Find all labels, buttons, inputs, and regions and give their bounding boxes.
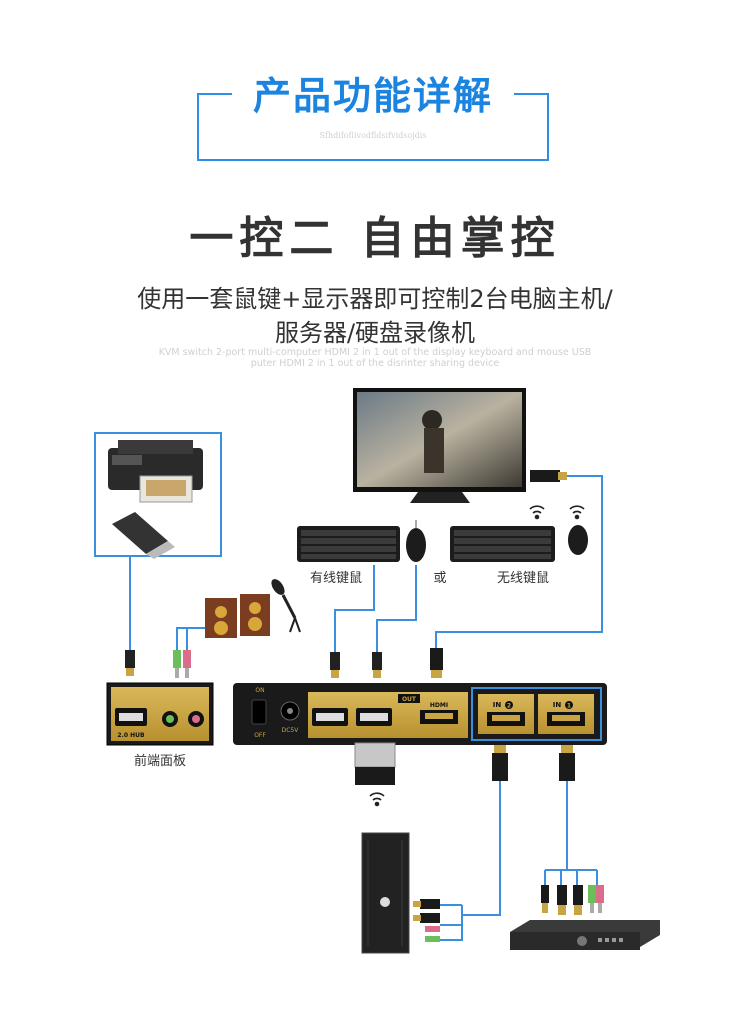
pc-cable-plugs-icon [413, 899, 440, 942]
power-off-text: OFF [254, 732, 266, 739]
wifi-icon [529, 505, 545, 520]
wireless-keyboard-mouse-label: 无线键鼠 [497, 571, 549, 586]
hdmi-plugs-in-icons [492, 745, 575, 781]
english-description: KVM switch 2-port multi-computer HDMI 2 … [0, 347, 750, 369]
usb-plug-icons [125, 650, 382, 678]
cable-wired-keyboard [334, 565, 375, 660]
wireless-keyboard-icon [450, 526, 555, 562]
dvr-icon [510, 920, 660, 950]
header-frame-left-line [197, 93, 232, 95]
hdmi-plug-out-icon [430, 648, 443, 678]
usb-receiver-icon [354, 742, 396, 785]
in1-text: IN [553, 701, 562, 709]
wired-keyboard-mouse-label: 有线键鼠 [310, 571, 362, 586]
hdmi-plug-monitor-icon [530, 470, 567, 482]
out-text: OUT [402, 696, 417, 703]
or-label: 或 [433, 571, 446, 586]
description: 使用一套鼠键+显示器即可控制2台电脑主机/ 服务器/硬盘录像机 [0, 282, 750, 350]
wired-keyboard-icon [297, 526, 400, 562]
front-panel-label: 前端面板 [134, 753, 186, 769]
english-description-line-1: KVM switch 2-port multi-computer HDMI 2 … [158, 347, 592, 358]
dvr-cable-plugs-icon [541, 885, 604, 915]
dc-power-text: DC5V [282, 727, 300, 734]
power-on-text: ON [255, 687, 264, 694]
description-line-1: 使用一套鼠键+显示器即可控制2台电脑主机/ [137, 285, 613, 313]
hdmi-text: HDMI [430, 702, 448, 709]
audio-plug-icons [173, 650, 191, 678]
in1-number: 1 [567, 703, 571, 710]
english-description-line-2: puter HDMI 2 in 1 out of the disrinter s… [250, 358, 500, 369]
wireless-mouse-icon [568, 525, 588, 555]
monitor-icon [353, 388, 526, 503]
printer-icon [108, 440, 203, 503]
description-line-2: 服务器/硬盘录像机 [274, 319, 476, 347]
cable-monitor-hdmi [435, 475, 603, 660]
headline: 一控二 自由掌控 [189, 213, 561, 264]
microphone-icon [271, 579, 301, 633]
section-subtitle: Sfhdifoflivodfldsifvidsojdis [319, 131, 427, 140]
front-panel-hub-text: 2.0 HUB [117, 732, 145, 739]
speaker-icon [205, 594, 270, 638]
cable-wired-mouse [376, 565, 417, 660]
cable-in2-pc [462, 780, 501, 916]
in2-text: IN [493, 701, 502, 709]
wired-mouse-icon [406, 520, 426, 562]
usb-flash-drive-icon [112, 512, 175, 559]
section-title: 产品功能详解 [252, 74, 493, 118]
front-panel: 2.0 HUB [106, 682, 214, 746]
in2-number: 2 [507, 703, 511, 710]
header-frame-right-line [514, 93, 549, 95]
header-frame [197, 93, 549, 161]
back-panel: ON OFF DC5V OUT HDMI IN 2 IN 1 [233, 683, 607, 745]
wifi-icon-mouse [569, 505, 585, 520]
receiver-wifi-icon [369, 792, 385, 807]
pc-tower-icon [361, 832, 410, 954]
cable-in1-dvr [545, 780, 568, 871]
